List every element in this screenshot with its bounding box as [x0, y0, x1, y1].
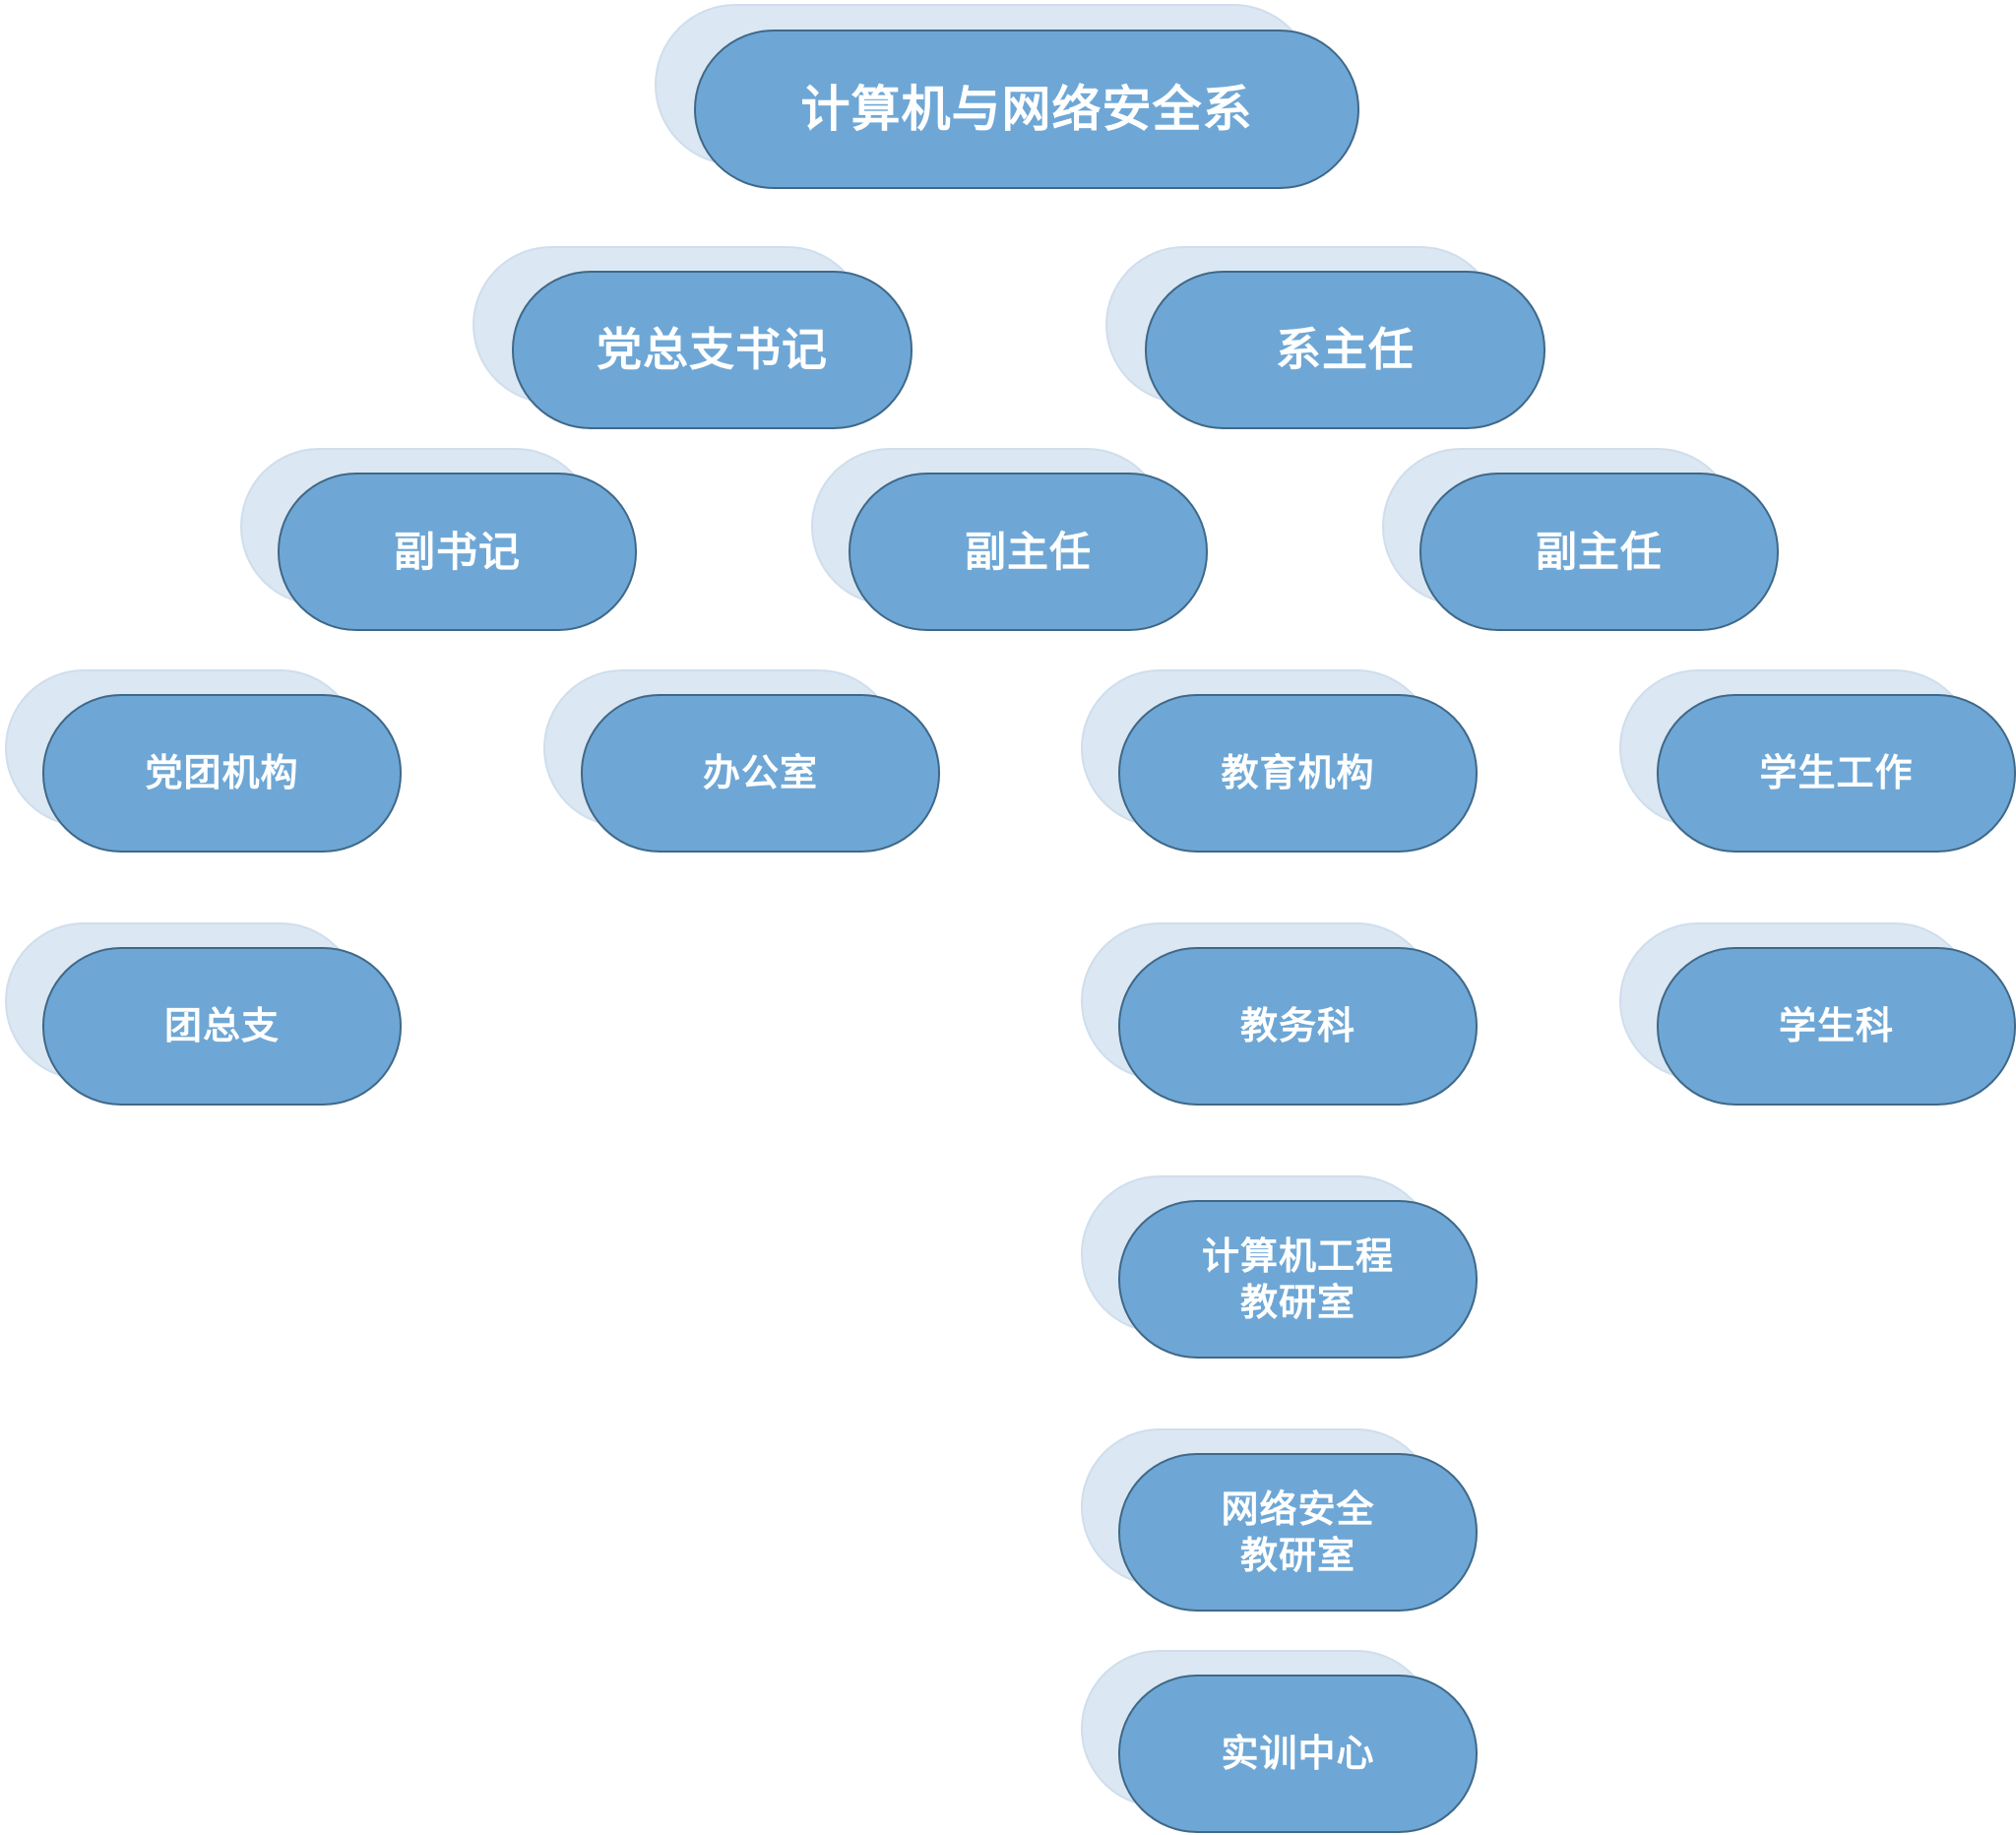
- node-pill[interactable]: 学生科: [1657, 947, 2016, 1106]
- node-student-work: 学生工作: [1619, 669, 2016, 853]
- node-pill[interactable]: 副主任: [1419, 473, 1779, 631]
- node-deputy-secretary: 副书记: [240, 448, 637, 631]
- node-pill[interactable]: 团总支: [42, 947, 402, 1106]
- node-pill[interactable]: 副主任: [849, 473, 1208, 631]
- node-label: 教育机构: [1221, 751, 1375, 795]
- node-education: 教育机构: [1081, 669, 1478, 853]
- node-pill[interactable]: 教育机构: [1118, 694, 1478, 853]
- node-pill[interactable]: 党团机构: [42, 694, 402, 853]
- node-label: 计算机工程 教研室: [1201, 1234, 1394, 1324]
- node-pill[interactable]: 学生工作: [1657, 694, 2016, 853]
- node-label: 网络安全 教研室: [1221, 1487, 1375, 1577]
- node-deputy-director-1: 副主任: [811, 448, 1208, 631]
- node-label: 副书记: [393, 527, 521, 576]
- node-academic-affairs: 教务科: [1081, 922, 1478, 1106]
- node-label: 办公室: [702, 751, 818, 795]
- node-label: 党团机构: [145, 751, 299, 795]
- node-label: 实训中心: [1221, 1732, 1375, 1776]
- node-deputy-director-2: 副主任: [1382, 448, 1779, 631]
- node-pill[interactable]: 副书记: [278, 473, 637, 631]
- node-label: 计算机与网络安全系: [800, 80, 1253, 138]
- node-party-secretary: 党总支书记: [472, 246, 913, 429]
- node-label: 教务科: [1239, 1004, 1355, 1048]
- node-pill[interactable]: 系主任: [1145, 271, 1545, 429]
- node-label: 副主任: [964, 527, 1092, 576]
- node-root: 计算机与网络安全系: [655, 4, 1361, 189]
- node-party-league: 党团机构: [5, 669, 402, 853]
- node-cs-research: 计算机工程 教研室: [1081, 1175, 1478, 1359]
- node-office: 办公室: [543, 669, 940, 853]
- node-training-center: 实训中心: [1081, 1650, 1478, 1833]
- node-label: 学生工作: [1759, 751, 1914, 795]
- node-pill[interactable]: 党总支书记: [512, 271, 913, 429]
- node-label: 党总支书记: [597, 323, 828, 377]
- node-pill[interactable]: 办公室: [581, 694, 940, 853]
- node-director: 系主任: [1105, 246, 1545, 429]
- node-pill[interactable]: 网络安全 教研室: [1118, 1453, 1478, 1612]
- node-pill[interactable]: 计算机工程 教研室: [1118, 1200, 1478, 1359]
- node-pill[interactable]: 计算机与网络安全系: [694, 30, 1359, 189]
- node-pill[interactable]: 实训中心: [1118, 1675, 1478, 1833]
- node-student-section: 学生科: [1619, 922, 2016, 1106]
- node-label: 团总支: [163, 1004, 280, 1048]
- node-label: 学生科: [1778, 1004, 1894, 1048]
- node-league-branch: 团总支: [5, 922, 402, 1106]
- node-label: 副主任: [1535, 527, 1663, 576]
- node-pill[interactable]: 教务科: [1118, 947, 1478, 1106]
- node-netsec-research: 网络安全 教研室: [1081, 1428, 1478, 1612]
- node-label: 系主任: [1276, 323, 1415, 377]
